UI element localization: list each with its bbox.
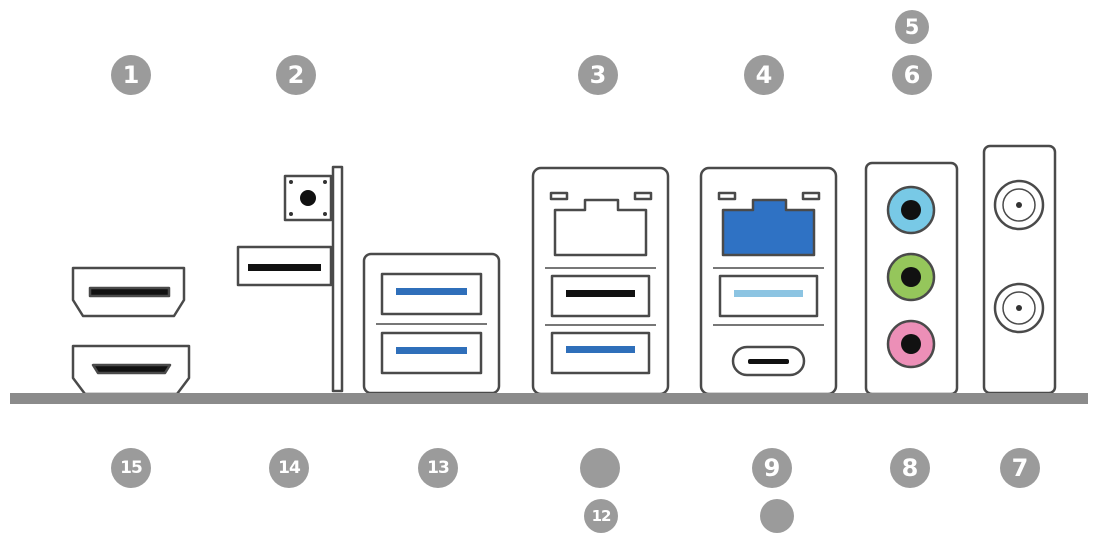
lan-gbe-usb-stack [531,166,670,396]
callout-12: 12 [584,499,618,533]
hdmi-opening [91,363,172,375]
callout-15: 15 [111,448,151,488]
bios-flashback-button-cap [300,190,316,206]
callout-7: 7 [1000,448,1040,488]
usb3-port-pair [362,252,501,395]
lan-25g-usb-stack [699,166,838,396]
callout-3: 3 [578,55,618,95]
antenna-connector-bottom-icon [993,282,1045,334]
hdmi-port-icon [71,344,191,396]
callout-6: 6 [892,55,932,95]
callout-10 [760,499,794,533]
io-shield-edge [331,165,344,393]
callout-13: 13 [418,448,458,488]
callout-2: 2 [276,55,316,95]
lan-25g-led-left [717,191,737,201]
mic-jack-hole [901,334,921,354]
callout-14: 14 [269,448,309,488]
bios-flashback-group [236,165,344,393]
antenna-top-ring [1002,188,1036,222]
audio-jack-stack [864,161,959,396]
rj45-25g-port-icon [721,198,816,257]
displayport-opening [88,286,171,298]
lan-gbe-led-right [633,191,653,201]
callout-9: 9 [752,448,792,488]
callout-1: 1 [111,55,151,95]
callout-8: 8 [890,448,930,488]
usb3-top-port-icon [380,272,483,316]
lan-gbe-led-left [549,191,569,201]
usb-blue-tongue [566,346,635,353]
antenna-bottom-pin [1016,305,1022,311]
usb-c-tongue [748,359,789,364]
usb32-tongue [734,290,803,297]
button-screw-tr [323,180,327,184]
usb-c-port-icon [731,345,806,377]
line-in-jack-hole [901,200,921,220]
bios-flashback-usb-tongue [248,264,321,271]
button-screw-tl [289,180,293,184]
antenna-top-pin [1016,202,1022,208]
usb-black-tongue [566,290,635,297]
wifi-antenna-stack [982,144,1057,395]
usb32-port-icon [718,274,819,318]
rj45-port-icon [553,198,648,257]
usb-blue-port-icon [550,331,651,375]
callout-5: 5 [895,10,929,44]
lan-25g-led-right [801,191,821,201]
button-screw-bl [289,212,293,216]
callout-11 [580,448,620,488]
displayport-port-icon [71,266,186,318]
antenna-bottom-ring [1002,291,1036,325]
line-out-jack-hole [901,267,921,287]
button-screw-br [323,212,327,216]
usb3-top-tongue [396,288,467,295]
panel-baseline [10,393,1088,404]
bios-flashback-button-icon [283,174,333,222]
usb3-bottom-tongue [396,347,467,354]
callout-4: 4 [744,55,784,95]
usb-black-port-icon [550,274,651,318]
antenna-connector-top-icon [993,179,1045,231]
bios-flashback-usb-port-icon [236,245,333,287]
antenna-housing [982,144,1057,395]
displayport-shell [71,266,186,318]
usb3-bottom-port-icon [380,331,483,375]
